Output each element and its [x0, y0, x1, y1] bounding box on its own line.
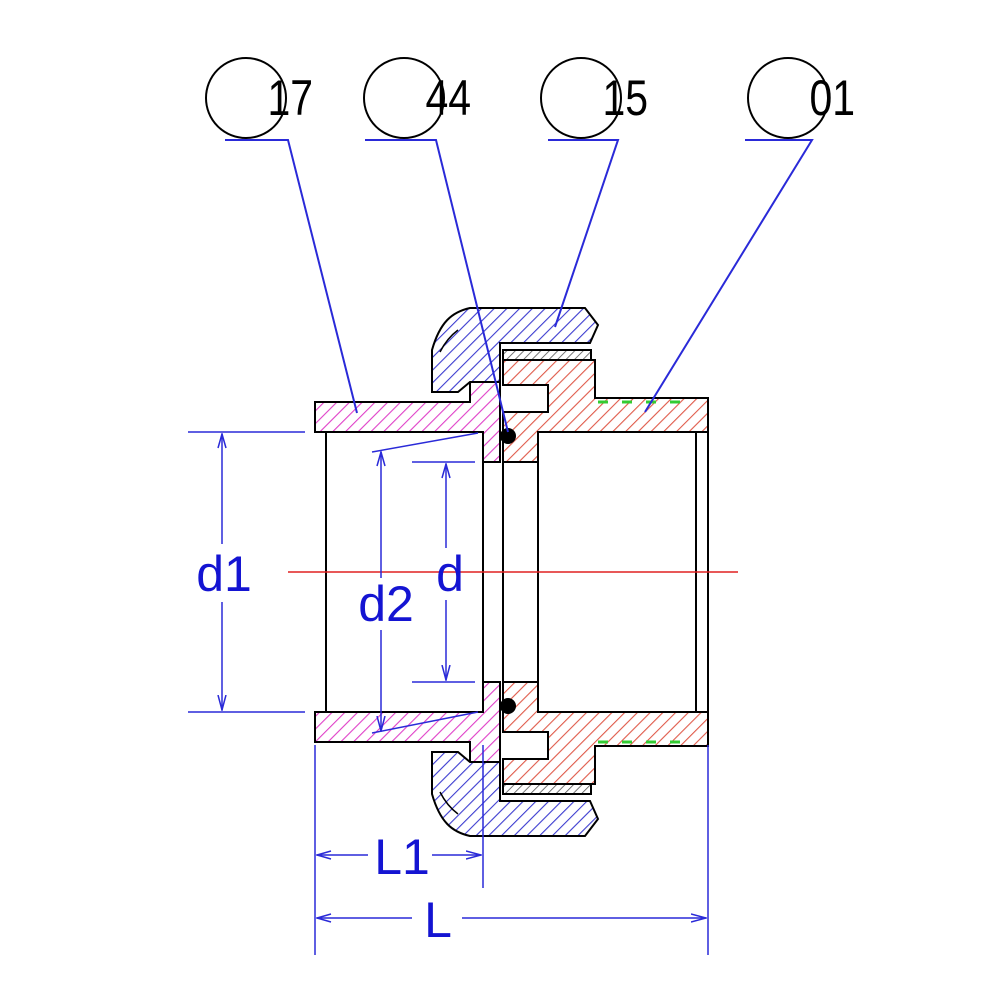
- balloon-44: 44: [363, 57, 471, 139]
- dimension-d2: d2: [358, 432, 479, 734]
- d2-label: d2: [358, 576, 414, 632]
- d1-label: d1: [196, 546, 252, 602]
- d-label: d: [436, 546, 464, 602]
- balloon-01: 01: [747, 57, 855, 139]
- leader-lines: [225, 139, 814, 433]
- L1-label: L1: [374, 829, 430, 885]
- L-label: L: [424, 892, 452, 948]
- svg-text:01: 01: [809, 70, 855, 126]
- dimension-L1: L1: [314, 745, 484, 955]
- dimension-L: L: [317, 745, 709, 955]
- part-15-union-nut: [431, 307, 600, 837]
- svg-text:17: 17: [267, 70, 313, 126]
- balloon-15: 15: [540, 57, 648, 139]
- dimension-d: d: [412, 461, 475, 683]
- part-44-o-ring: [500, 428, 516, 714]
- dimension-d1: d1: [188, 431, 305, 713]
- balloon-17: 17: [205, 57, 313, 139]
- svg-text:44: 44: [425, 70, 471, 126]
- svg-text:15: 15: [602, 70, 648, 126]
